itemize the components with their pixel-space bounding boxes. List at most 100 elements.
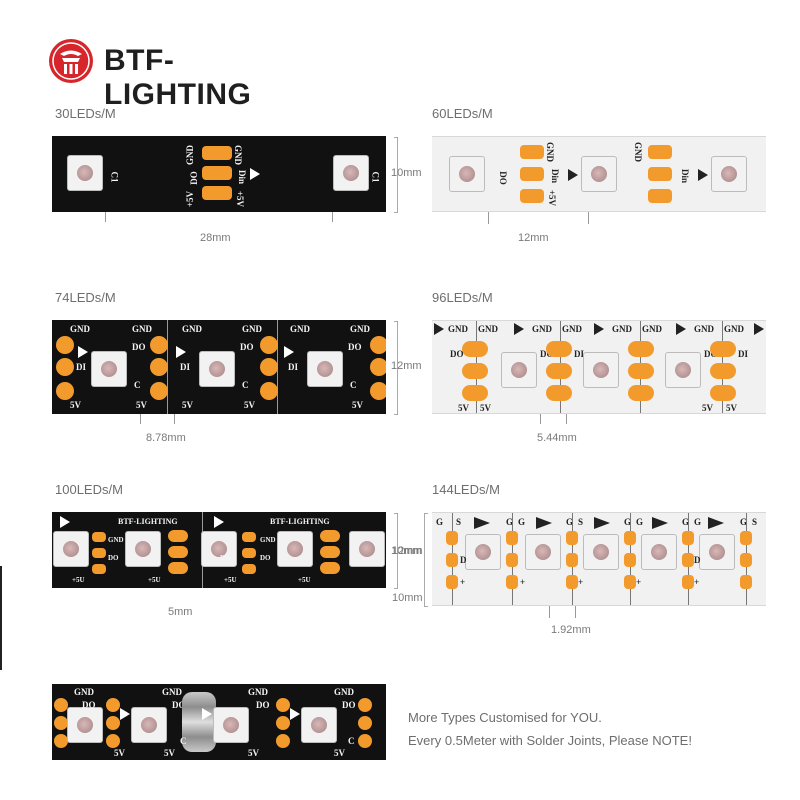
solder-pad [628,363,654,379]
pcb-label-gnd: GND [248,687,268,697]
pcb-label-do: DO [108,554,119,562]
pcb-label-gnd: GND [724,324,744,334]
pcb-label-gnd: GND [108,536,124,544]
pcb-label-g: G [636,517,644,527]
data-direction-arrow-icon [536,517,552,529]
solder-pad [242,564,256,574]
strip-100-width: 10mm [391,545,422,557]
pcb-label-din: Din [220,554,231,562]
pcb-label-gnd: GND [334,687,354,697]
density-label-30: 30LEDs/M [55,106,116,121]
width-bracket [394,321,398,415]
pcb-brand-label: BTF-LIGHTING [118,517,178,526]
solder-pad [648,167,672,181]
data-direction-arrow-icon [176,346,186,358]
pcb-label-5v: 5V [458,403,469,413]
data-direction-arrow-icon [594,517,610,529]
led-chip [68,708,102,742]
led-chip [642,535,676,569]
density-label-60: 60LEDs/M [432,106,493,121]
led-chip [334,156,368,190]
pcb-label-gnd: GND [642,324,662,334]
pcb-label-5v: 5V [702,403,713,413]
pcb-label-c: C [180,736,187,746]
pcb-label-gnd: GND [562,324,582,334]
solder-pad [242,548,256,558]
solder-pad [628,341,654,357]
pcb-label-g: G [682,517,690,527]
data-direction-arrow-icon [120,708,130,720]
strip-60-leds: DO GND Din +5V GND Din [432,136,766,212]
solder-pad [276,716,290,730]
strip-74-pitch: 8.78mm [146,432,186,444]
pcb-label-gnd: GND [448,324,468,334]
pcb-label-gnd: GND [290,324,310,334]
strip-96-leds: GND GND GND GND GND GND GND GND DO DO DI… [432,320,766,414]
pcb-label-gnd: GND [478,324,498,334]
pcb-label-g: G [436,517,444,527]
data-direction-arrow-icon [284,346,294,358]
solder-pad [710,385,736,401]
solder-pad [202,146,232,160]
strip-30-width: 10mm [391,167,422,179]
solder-pad [92,548,106,558]
pcb-label-gnd: GND [242,324,262,334]
solder-pad [682,531,694,545]
data-direction-arrow-icon [60,516,70,528]
pcb-label-gnd: GND [260,536,276,544]
solder-pad [320,546,340,558]
solder-pad [546,363,572,379]
led-chip [502,353,536,387]
led-chip [202,532,236,566]
pcb-label-do: DO [348,342,362,352]
strip-74-leds: GND GND GND GND GND GND DI DO C 5V 5V DI… [52,320,386,414]
led-chip [200,352,234,386]
solder-pad [54,698,68,712]
data-direction-arrow-icon [290,708,300,720]
solder-pad [150,382,168,400]
pcb-label-5v: 5V [480,403,491,413]
solder-pad [566,575,578,589]
pcb-label-plus: + [578,577,584,587]
solder-pad [566,531,578,545]
solder-pad [624,531,636,545]
data-direction-arrow-icon [474,517,490,529]
solder-pad [358,716,372,730]
pcb-label-di: DI [738,349,749,359]
solder-pad [682,553,694,567]
solder-pad [462,363,488,379]
pcb-label-gnd: GND [545,142,555,162]
solder-pad [106,716,120,730]
led-chip [584,353,618,387]
solder-pad [546,341,572,357]
led-chip [584,535,618,569]
led-chip [126,532,160,566]
pcb-label-do: DO [82,700,96,710]
pcb-label-di: DI [180,362,191,372]
data-direction-arrow-icon [434,323,444,335]
pcb-label-c: C [348,736,355,746]
data-direction-arrow-icon [652,517,668,529]
pcb-label-plus5v: +5V [185,190,196,208]
strip-100-leds: BTF-LIGHTING BTF-LIGHTING GND DO +5U +5U… [52,512,386,588]
solder-pad [506,531,518,545]
solder-pad [168,530,188,542]
solder-pad [520,167,544,181]
pcb-label-5v: 5V [114,748,125,758]
solder-pad [446,553,458,567]
solder-pad [462,385,488,401]
pcb-label-do: DO [256,700,270,710]
solder-pad [260,336,278,354]
pitch-marker [566,414,567,424]
pcb-label-s: S [578,517,584,527]
pcb-label-s: S [752,517,758,527]
pitch-marker [575,606,576,618]
strip-74-width: 12mm [391,360,422,372]
strip-144-width-b: 10mm [392,592,423,604]
pcb-label-g: G [518,517,526,527]
pcb-label-g: G [506,517,514,527]
pcb-label-5v: 5V [70,400,81,410]
solder-pad [446,575,458,589]
solder-pad [106,698,120,712]
pcb-label-c: C [134,380,141,390]
